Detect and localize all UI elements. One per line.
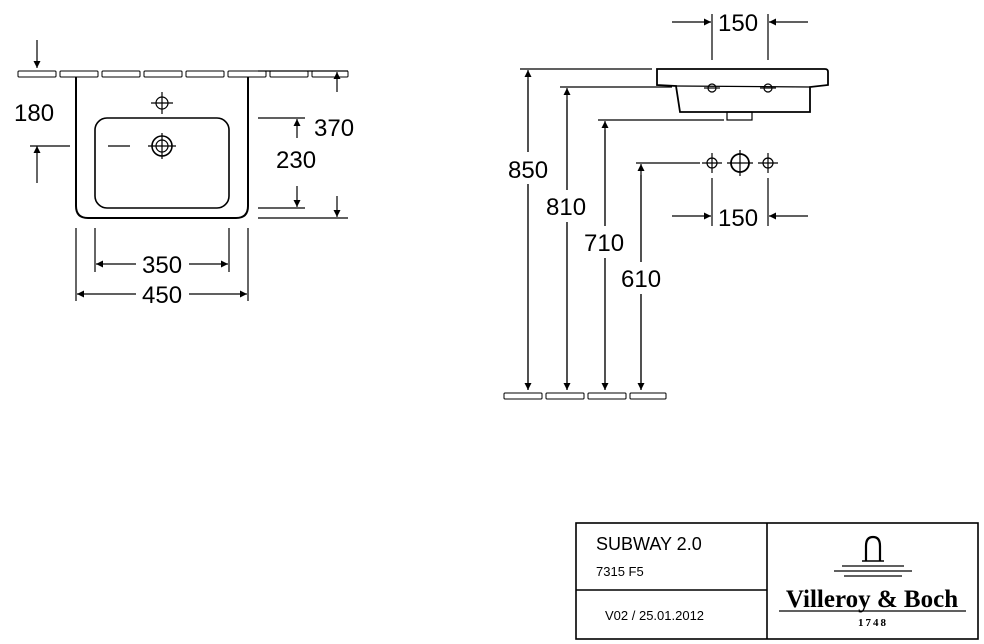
product-name: SUBWAY 2.0 xyxy=(596,534,702,554)
title-block xyxy=(575,522,979,640)
dim-label-710: 710 xyxy=(584,230,624,257)
dim-label-150-top: 150 xyxy=(718,10,758,37)
drain-icon xyxy=(108,133,176,159)
basin-bowl xyxy=(94,117,230,209)
basin-outline xyxy=(75,77,249,219)
version-date: V02 / 25.01.2012 xyxy=(605,608,704,623)
floor-strip xyxy=(503,392,667,400)
side-dimensions: 150 850 810 710 610 150 xyxy=(506,6,765,294)
tap-hole-icon xyxy=(151,92,173,114)
brand-logo: Villeroy & Boch 1748 xyxy=(779,535,966,629)
dim-label-810: 810 xyxy=(546,194,586,221)
dim-label-370: 370 xyxy=(314,115,354,142)
waste-connection-icon xyxy=(727,150,753,176)
tap-hole-icon xyxy=(760,83,776,93)
faucet-logo-icon xyxy=(834,535,912,577)
plan-dimensions: 180 370 230 350 450 xyxy=(14,100,354,309)
overflow-block xyxy=(726,111,753,121)
brand-name: Villeroy & Boch xyxy=(786,586,958,613)
article-number: 7315 F5 xyxy=(596,564,644,579)
dim-label-850: 850 xyxy=(508,157,548,184)
plan-view xyxy=(17,40,349,301)
dim-label-610: 610 xyxy=(621,266,661,293)
basin-profile xyxy=(656,68,829,113)
dim-label-180: 180 xyxy=(14,100,54,127)
supply-connection-icon xyxy=(702,153,722,173)
dim-label-230: 230 xyxy=(276,147,316,174)
supply-connection-icon xyxy=(758,153,778,173)
dim-label-450: 450 xyxy=(142,282,182,309)
tap-hole-icon xyxy=(704,83,720,93)
dim-label-150-bottom: 150 xyxy=(718,205,758,232)
wall-strip xyxy=(17,70,349,78)
brand-year: 1748 xyxy=(858,617,888,629)
dim-label-350: 350 xyxy=(142,252,182,279)
basin-inner-line xyxy=(675,85,811,88)
